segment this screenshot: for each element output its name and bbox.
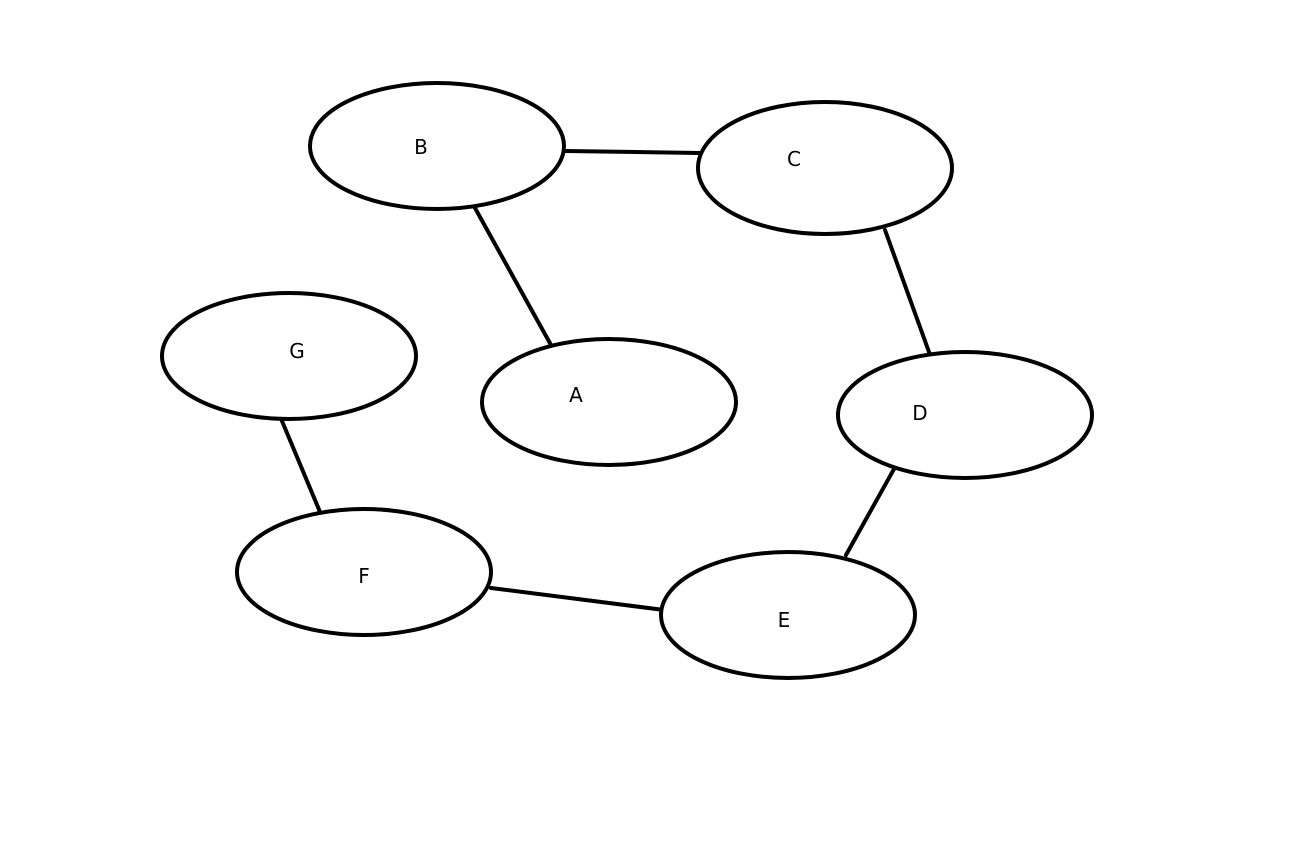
edge-b-c bbox=[563, 149, 701, 155]
node-g-label: G bbox=[289, 339, 305, 363]
node-g: G bbox=[160, 291, 418, 421]
node-b: B bbox=[308, 81, 566, 211]
node-c: C bbox=[696, 100, 954, 236]
node-d: D bbox=[836, 350, 1094, 480]
node-b-label: B bbox=[414, 135, 428, 159]
node-f-label: F bbox=[358, 564, 370, 588]
node-c-ellipse bbox=[696, 100, 954, 236]
node-d-ellipse bbox=[836, 350, 1094, 480]
node-c-label: C bbox=[787, 147, 801, 171]
node-g-ellipse bbox=[160, 291, 418, 421]
node-a-label: A bbox=[569, 383, 583, 407]
node-e: E bbox=[659, 550, 917, 680]
node-a: A bbox=[480, 337, 738, 467]
edge-b-a bbox=[473, 206, 553, 347]
node-f-ellipse bbox=[235, 507, 493, 637]
node-a-ellipse bbox=[480, 337, 738, 467]
node-b-ellipse bbox=[308, 81, 566, 211]
node-f: F bbox=[235, 507, 493, 637]
node-e-label: E bbox=[778, 608, 791, 632]
edge-g-f bbox=[280, 419, 322, 514]
node-d-label: D bbox=[912, 401, 927, 425]
edge-f-e bbox=[489, 586, 666, 612]
node-e-ellipse bbox=[659, 550, 917, 680]
edge-c-d bbox=[883, 228, 931, 354]
edge-d-e bbox=[844, 467, 896, 557]
